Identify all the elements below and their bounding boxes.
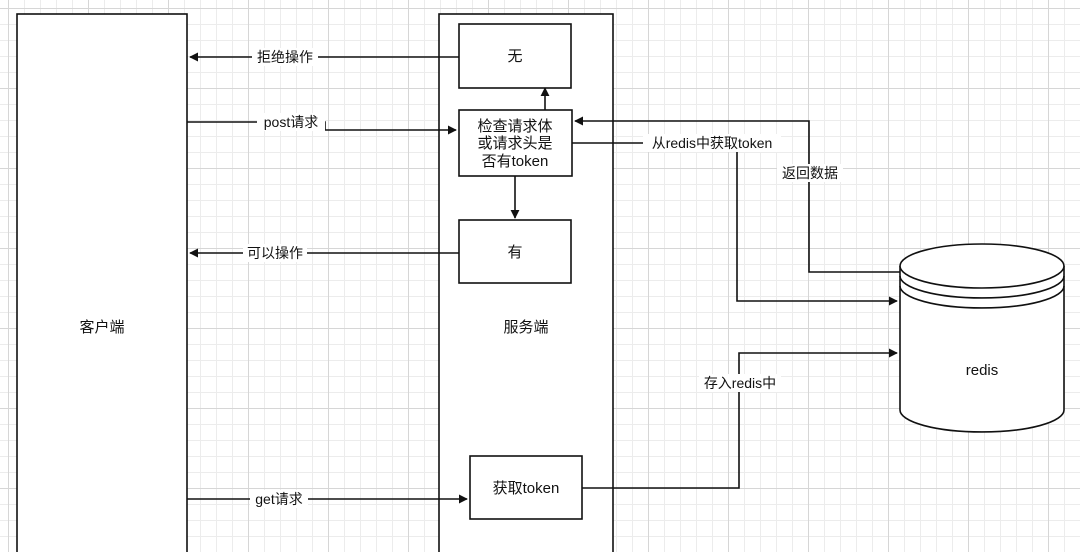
node-get-token-label: 获取token [493, 480, 560, 497]
node-check-line-2: 或请求头是 [477, 135, 552, 152]
node-get-token: 获取token [469, 455, 583, 520]
node-check: 检查请求体 或请求头是 否有token [458, 109, 573, 177]
node-check-line-3: 否有token [482, 153, 549, 170]
client-label: 客户端 [79, 319, 124, 336]
edge-get: get请求 [250, 490, 308, 508]
edge-allow: 可以操作 [243, 244, 307, 262]
edge-return-label: 返回数据 [782, 165, 838, 181]
edge-store: 存入redis中 [699, 374, 781, 392]
node-none-label: 无 [507, 48, 522, 65]
edge-post: post请求 [257, 113, 325, 131]
redis-cylinder: redis [899, 243, 1065, 433]
edge-return-line [574, 116, 900, 273]
edge-reject: 拒绝操作 [252, 48, 318, 66]
client-box: 客户端 [16, 13, 188, 552]
edge-allow-label: 可以操作 [247, 245, 303, 261]
edge-fetch-label: 从redis中获取token [652, 135, 773, 151]
edge-fetch-line [572, 142, 898, 306]
edge-reject-label: 拒绝操作 [257, 49, 313, 65]
node-has: 有 [458, 219, 572, 284]
server-label: 服务端 [503, 319, 548, 336]
node-check-line-1: 检查请求体 [477, 118, 552, 135]
edge-return: 返回数据 [777, 164, 843, 182]
edge-post-label: post请求 [264, 114, 318, 130]
node-has-label: 有 [507, 244, 522, 261]
redis-label: redis [966, 362, 999, 379]
edge-store-line [582, 348, 898, 489]
edge-fetch: 从redis中获取token [643, 134, 781, 152]
edge-get-label: get请求 [255, 491, 302, 507]
node-none: 无 [458, 23, 572, 89]
edge-store-label: 存入redis中 [704, 375, 776, 391]
connectors [187, 52, 900, 504]
